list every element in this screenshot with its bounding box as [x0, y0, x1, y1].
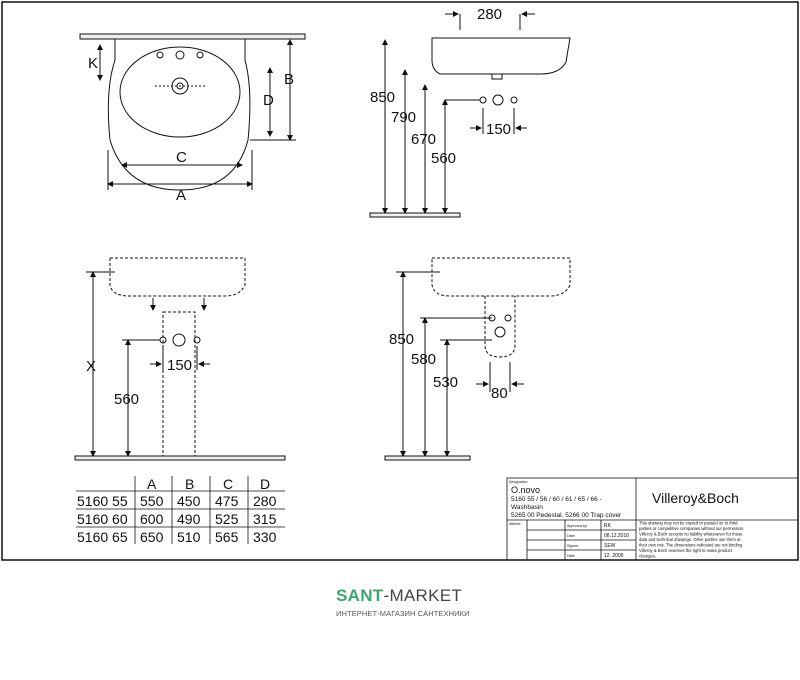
dim-k: K: [88, 55, 98, 72]
table-cell: 525: [215, 511, 239, 527]
product-name: O.novo: [511, 485, 540, 495]
date-label: Date:: [567, 554, 575, 558]
table-cell: 280: [253, 493, 277, 509]
dim-150: 150: [486, 121, 511, 138]
table-cell: 5160 60: [77, 511, 128, 527]
supply-hole-icon: [510, 96, 518, 104]
basin-dashed-outline: [431, 257, 571, 297]
table-cell: 650: [140, 529, 164, 545]
tap-hole-icon: [175, 50, 185, 60]
waste-hole-icon: [492, 94, 504, 106]
table-cell: 510: [177, 529, 201, 545]
table-cell: 475: [215, 493, 239, 509]
supply-hole-icon: [193, 336, 201, 344]
date-value: 08.12.2010: [604, 533, 629, 539]
dim-a: A: [176, 187, 186, 204]
table-cell: 5160 55: [77, 493, 128, 509]
model-numbers: 5160 55 / 56 / 60 / 61 / 65 / 66 -: [511, 496, 602, 503]
table-cell: 315: [253, 511, 277, 527]
dim-b: B: [284, 71, 294, 88]
signed-label: Signed:: [567, 544, 579, 548]
altered-label: Altered:: [509, 522, 521, 526]
basin-side-outline: [431, 37, 571, 75]
trap-cover-outline: [484, 296, 516, 358]
dim-c: C: [176, 149, 187, 166]
table-header: A: [147, 476, 157, 492]
table-cell: 450: [177, 493, 201, 509]
wall-strip: [79, 33, 306, 40]
dim-d: D: [263, 92, 274, 109]
dim-670: 670: [411, 131, 436, 148]
top-view: K B D C A: [79, 33, 306, 204]
table-header: D: [260, 476, 270, 492]
logo-brand-a: SANT: [336, 586, 384, 605]
side-view: 280 850 790 670 560 150: [369, 6, 571, 218]
dim-80: 80: [491, 385, 508, 402]
tap-hole-icon: [156, 51, 164, 59]
table-cell: 565: [215, 529, 239, 545]
approved-value: RK: [604, 523, 612, 529]
dim-530: 530: [433, 374, 458, 391]
trap-view: [431, 257, 571, 358]
table-header: B: [185, 476, 194, 492]
dim-580: 580: [411, 351, 436, 368]
floor-strip: [384, 455, 471, 461]
copyright-notice: This drawing may not be copied or passed…: [639, 521, 744, 559]
notice-line: data and technical drawings. Other parti…: [639, 537, 741, 542]
notice-line: Villeroy & Boch accepts no liability wha…: [639, 532, 743, 537]
notice-line: Villeroy & Boch reserves the right to ma…: [639, 548, 733, 553]
bowl-outline: [119, 46, 241, 138]
dim-560: 560: [114, 391, 139, 408]
designation-label: Designation: [509, 480, 528, 484]
supply-hole-icon: [504, 314, 512, 322]
table-cell: 550: [140, 493, 164, 509]
table-cell: 5160 65: [77, 529, 128, 545]
logo-brand-b: -MARKET: [383, 586, 463, 605]
notice-line: parties or competitive companies without…: [639, 526, 744, 531]
notice-line: changes.: [639, 554, 656, 559]
floor-strip: [74, 455, 286, 461]
floor-strip: [369, 212, 461, 218]
table-cell: 600: [140, 511, 164, 527]
signed-value: SEW: [604, 543, 616, 549]
approved-label: Approved by:: [567, 524, 588, 528]
dimension-table: A B C D 5160 55 550 450 475 280 5160 60 …: [76, 476, 285, 545]
dim-depth: 280: [477, 6, 502, 23]
supply-hole-icon: [159, 336, 167, 344]
supply-hole-icon: [479, 96, 487, 104]
date-label: Date:: [567, 534, 575, 538]
dim-560: 560: [431, 150, 456, 167]
title-block: Designation O.novo 5160 55 / 56 / 60 / 6…: [506, 477, 799, 561]
tap-hole-icon: [196, 51, 204, 59]
notice-line: their own risk. The dimensions indicated…: [639, 543, 743, 548]
drawing-frame: [1, 1, 799, 561]
dim-150: 150: [167, 357, 192, 374]
dim-x: X: [86, 358, 96, 375]
notice-line: This drawing may not be copied or passed…: [639, 521, 738, 526]
basin-outline: [107, 39, 251, 191]
basin-dashed-outline: [109, 257, 246, 297]
brand-name: Villeroy&Boch: [652, 490, 739, 506]
accessories: 5265 00 Pedestal, 5266 00 Trap cover: [511, 512, 622, 519]
dim-850: 850: [389, 331, 414, 348]
product-type: Washbasin: [511, 504, 543, 511]
logo-subtitle: ИНТЕРНЕТ-МАГАЗИН САНТЕХНИКИ: [336, 609, 470, 618]
table-header: C: [223, 476, 233, 492]
waste-hole-icon: [494, 326, 506, 338]
dim-850: 850: [370, 89, 395, 106]
table-cell: 490: [177, 511, 201, 527]
waste-hole-icon: [172, 333, 186, 347]
table-cell: 330: [253, 529, 277, 545]
supply-hole-icon: [488, 314, 496, 322]
dim-790: 790: [391, 109, 416, 126]
sant-market-watermark: SANT-MARKET ИНТЕРНЕТ-МАГАЗИН САНТЕХНИКИ: [336, 586, 476, 618]
date-value: 12. 2009: [604, 553, 624, 559]
